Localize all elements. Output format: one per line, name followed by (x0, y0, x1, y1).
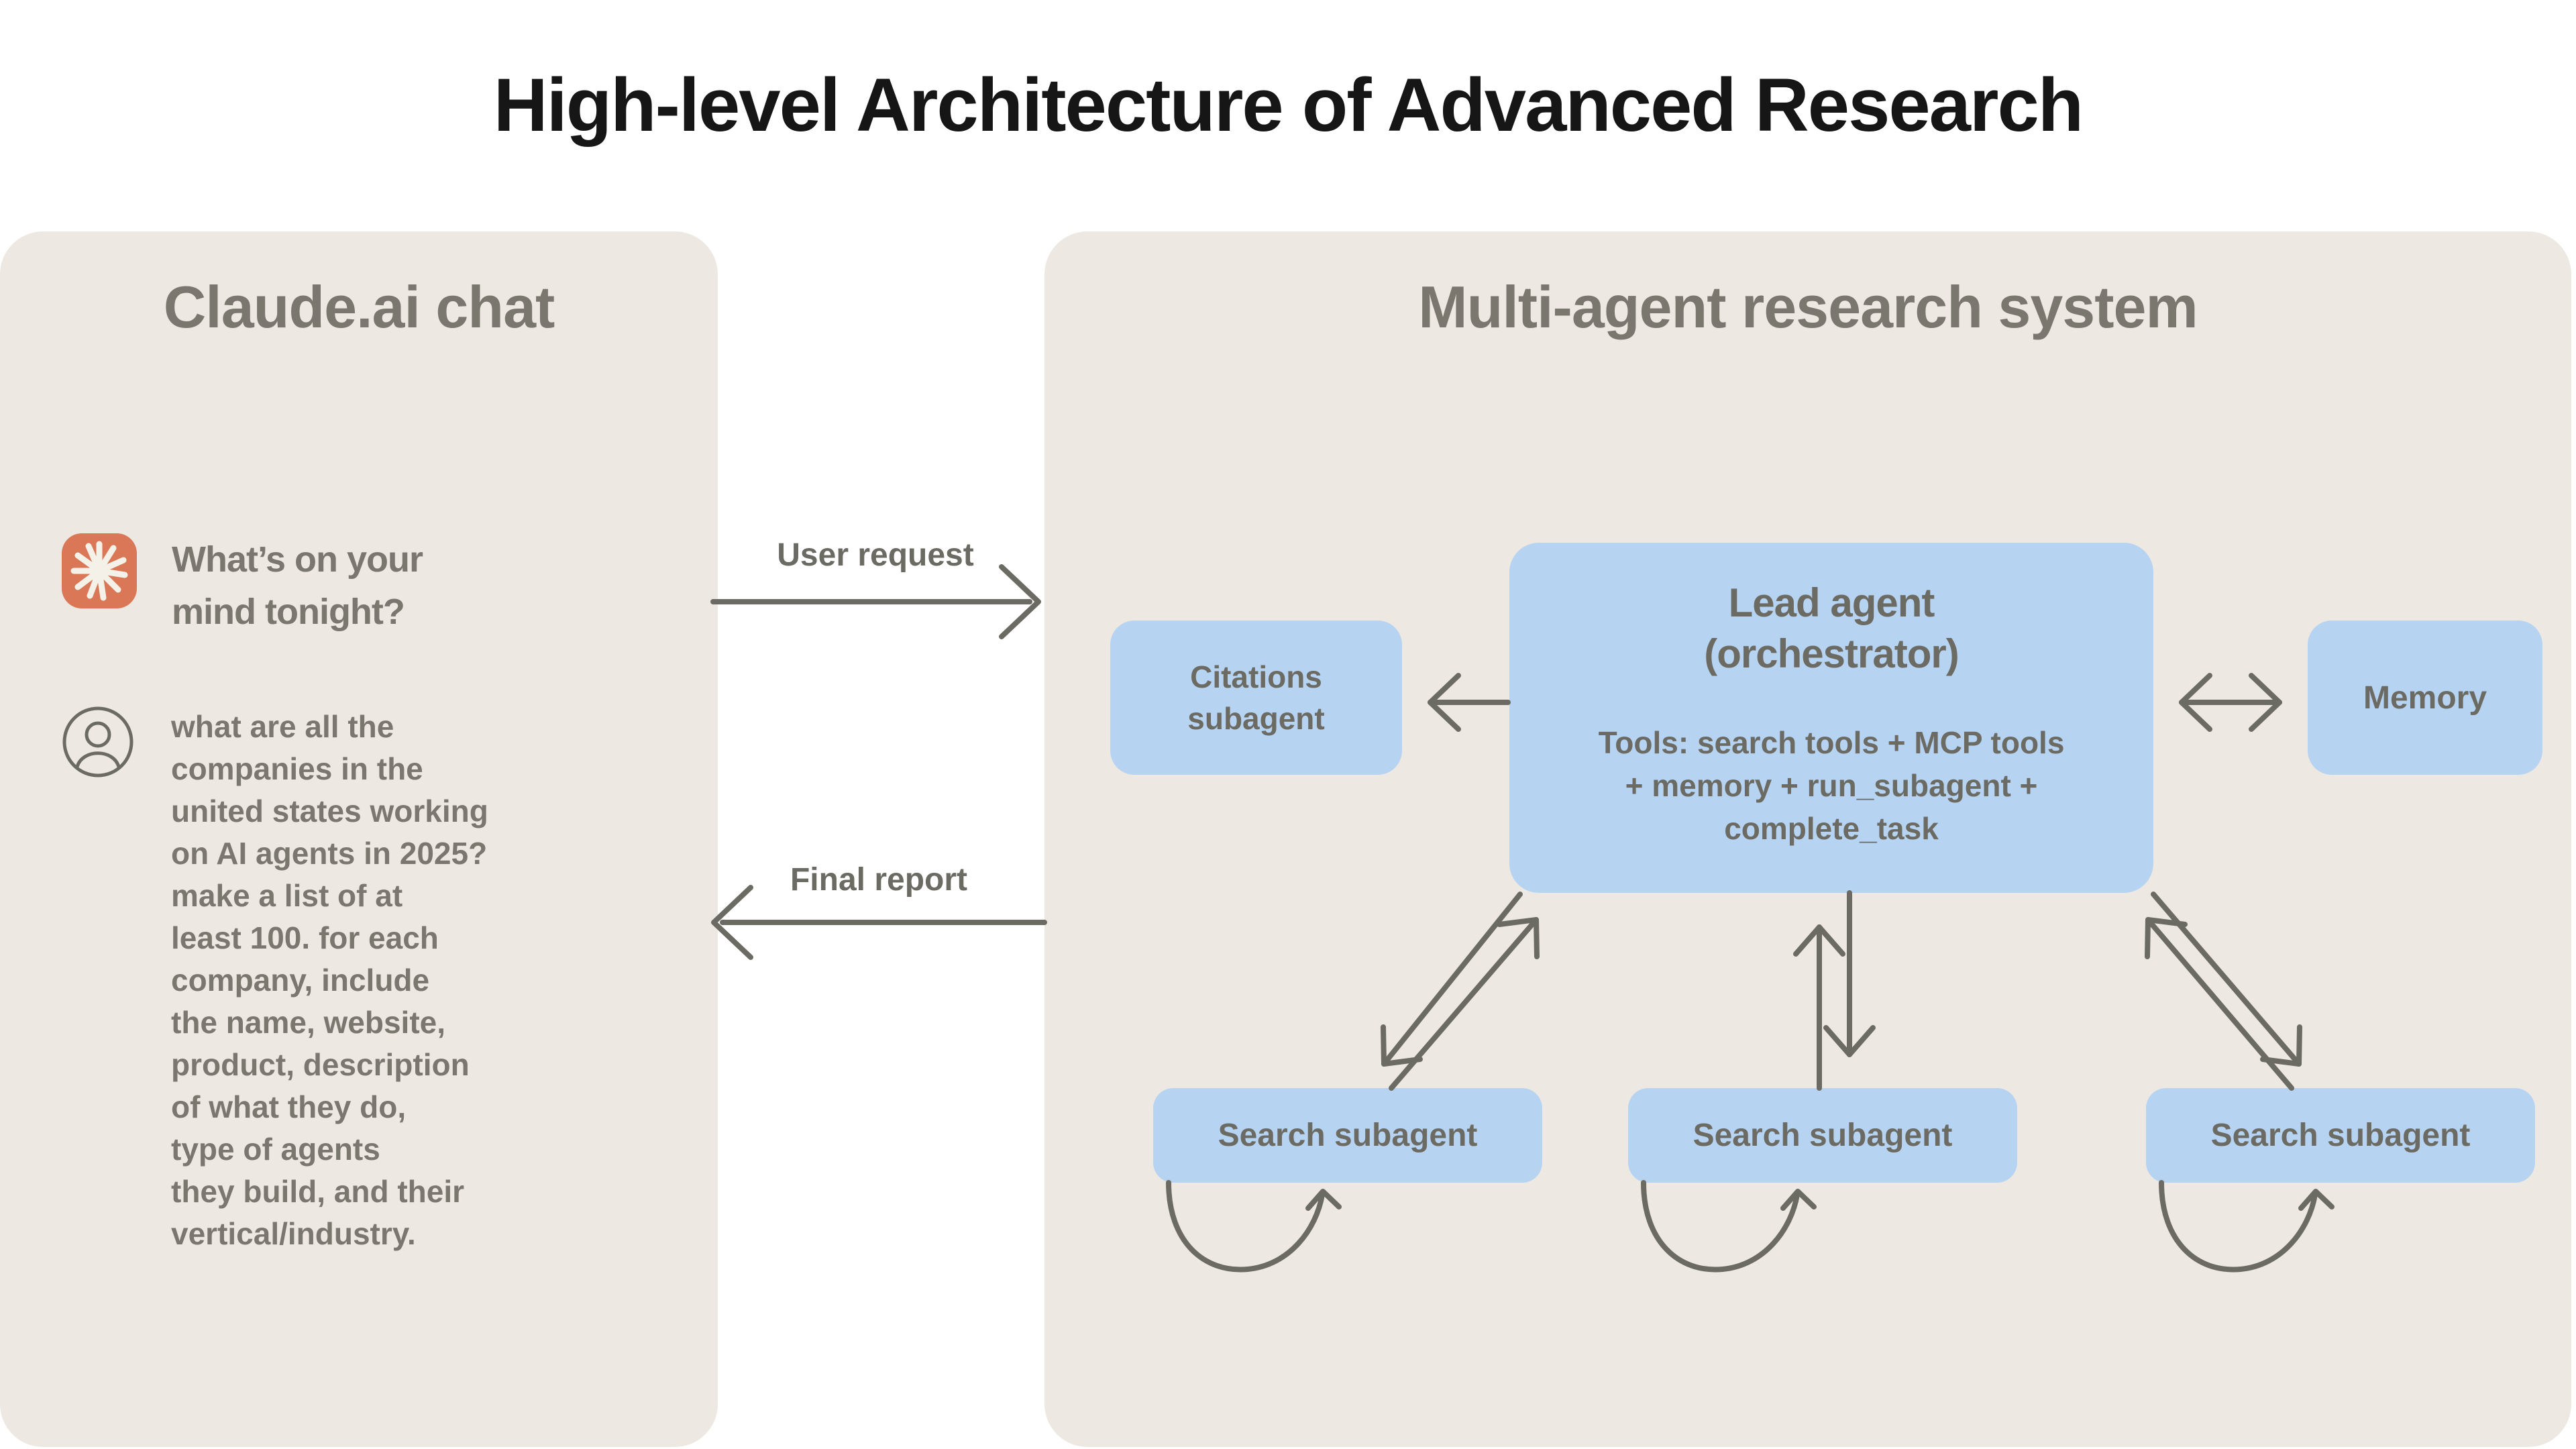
search-subagent-label: Search subagent (1693, 1118, 1953, 1153)
user-message-line: united states working (171, 794, 488, 828)
multi-agent-panel: Multi-agent research system Lead agent (… (1044, 231, 2571, 1447)
search-subagent-label: Search subagent (1218, 1118, 1478, 1153)
user-message-line: the name, website, (171, 1005, 446, 1040)
lead-agent-title-line: (orchestrator) (1704, 631, 1959, 676)
search-subagent-box-3: Search subagent (2146, 1088, 2535, 1183)
claude-logo-icon (62, 533, 137, 608)
user-message-text: what are all the companies in the united… (171, 706, 488, 1255)
user-request-label: User request (777, 537, 974, 573)
final-report-label: Final report (790, 862, 968, 898)
lead-agent-tools: Tools: search tools + MCP tools + memory… (1599, 721, 2065, 850)
lead-agent-box: Lead agent (orchestrator) Tools: search … (1509, 543, 2153, 893)
assistant-message-text: What’s on your mind tonight? (172, 533, 423, 638)
lead-agent-title: Lead agent (orchestrator) (1704, 578, 1959, 680)
search-subagent-box-2: Search subagent (1628, 1088, 2017, 1183)
search-subagent-label: Search subagent (2210, 1118, 2471, 1153)
lead-agent-title-line: Lead agent (1728, 580, 1935, 625)
assistant-message-line: What’s on your (172, 539, 423, 580)
user-message-line: what are all the (171, 709, 394, 744)
user-message-line: least 100. for each (171, 920, 439, 955)
citations-subagent-box: Citations subagent (1110, 621, 1402, 775)
citations-subagent-line: Citations (1190, 659, 1322, 694)
page-title: High-level Architecture of Advanced Rese… (493, 63, 2084, 147)
user-message-line: company, include (171, 963, 430, 998)
user-message-line: of what they do, (171, 1089, 407, 1124)
search-subagent-box-1: Search subagent (1153, 1088, 1542, 1183)
user-message-line: companies in the (171, 751, 423, 786)
claude-chat-panel-title: Claude.ai chat (163, 274, 555, 340)
claude-chat-panel: Claude.ai chat (0, 231, 718, 1447)
user-message-line: vertical/industry. (171, 1216, 416, 1251)
claude-starburst-icon (70, 541, 128, 601)
user-request-arrow (710, 564, 1041, 639)
lead-agent-tools-line: + memory + run_subagent + (1625, 768, 2038, 803)
user-message-row: what are all the companies in the united… (62, 706, 488, 1255)
memory-box: Memory (2308, 621, 2542, 775)
user-message-line: make a list of at (171, 878, 403, 913)
assistant-message-line: mind tonight? (172, 592, 405, 632)
memory-label: Memory (2363, 680, 2487, 716)
user-message-line: product, description (171, 1047, 470, 1082)
user-avatar-icon (62, 706, 133, 777)
assistant-message-row: What’s on your mind tonight? (62, 533, 423, 638)
lead-agent-tools-line: complete_task (1724, 811, 1939, 846)
citations-subagent-line: subagent (1187, 701, 1325, 736)
user-message-line: type of agents (171, 1132, 380, 1167)
lead-agent-tools-line: Tools: search tools + MCP tools (1598, 725, 2065, 760)
user-message-line: on AI agents in 2025? (171, 836, 488, 871)
multi-agent-panel-title: Multi-agent research system (1418, 274, 2198, 340)
user-message-line: they build, and their (171, 1174, 465, 1209)
